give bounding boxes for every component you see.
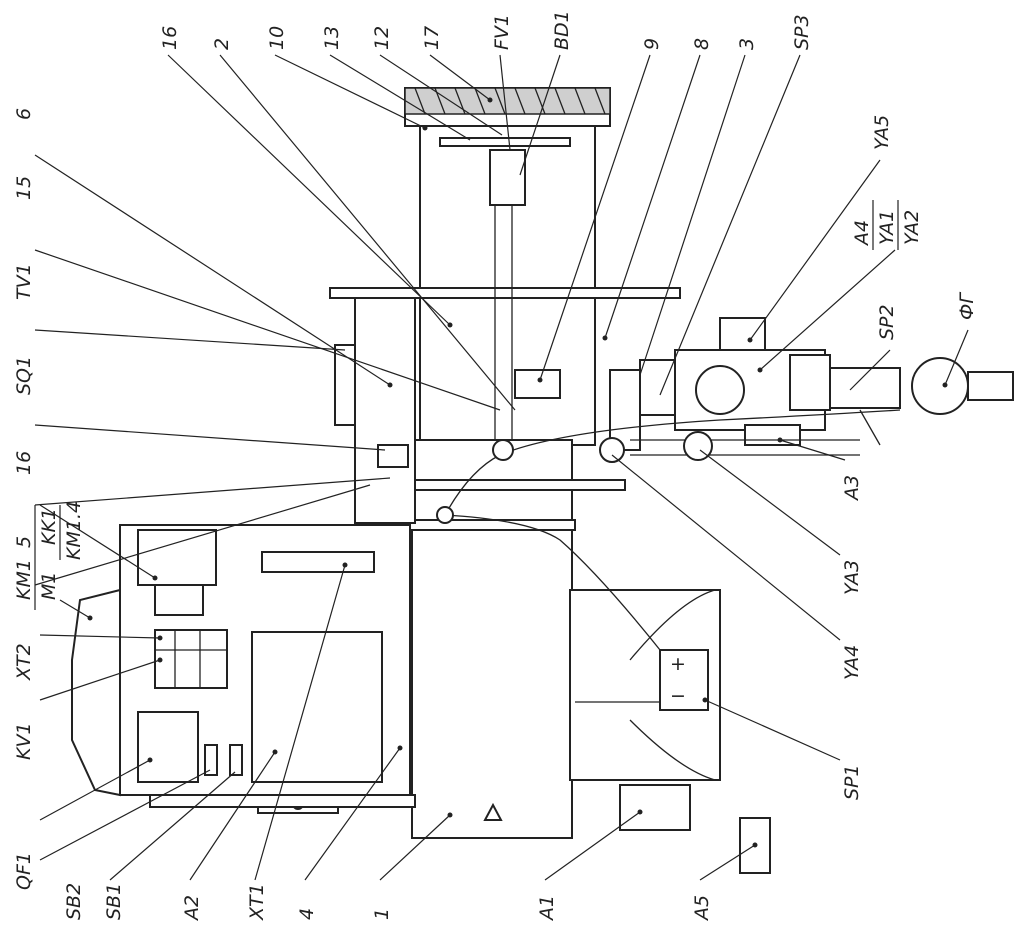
label-km1-4: KM1.4 <box>63 501 85 560</box>
label-a4: A4 <box>851 220 873 247</box>
label-15: 15 <box>13 176 35 200</box>
label-10: 10 <box>266 26 288 50</box>
cables <box>436 409 901 651</box>
label-9: 9 <box>641 38 663 50</box>
label-a2: A2 <box>181 895 203 922</box>
label-ya2: YA2 <box>901 210 923 245</box>
label-a5: A5 <box>691 895 713 922</box>
label-fg: ФГ <box>956 292 978 320</box>
pressure-switch-sp1: + − <box>575 649 709 711</box>
minus-symbol: − <box>670 685 686 707</box>
control-box <box>71 524 416 814</box>
top-labels: 16 2 10 13 12 17 FV1 BD1 9 8 3 SP3 <box>159 10 813 50</box>
label-tv1: TV1 <box>13 263 35 300</box>
label-ya3: YA3 <box>841 560 863 595</box>
label-kk1: KK1 <box>38 508 60 545</box>
label-sb1: SB1 <box>103 883 125 920</box>
label-a1: A1 <box>536 895 558 922</box>
burner-tube <box>329 87 681 460</box>
arrow-mark <box>483 802 503 821</box>
plus-symbol: + <box>670 653 686 675</box>
label-kv1: KV1 <box>13 722 35 760</box>
air-damper <box>334 297 416 524</box>
label-xt2: XT2 <box>13 643 35 681</box>
label-sb2: SB2 <box>63 883 85 920</box>
label-16-top: 16 <box>159 26 181 50</box>
label-sq1: SQ1 <box>13 356 35 395</box>
label-3: 3 <box>736 38 758 50</box>
label-fv1: FV1 <box>491 14 513 50</box>
label-km1: KM1 <box>13 559 35 600</box>
label-qf1: QF1 <box>13 852 35 890</box>
label-16-left: 16 <box>13 451 35 475</box>
leader-lines <box>34 54 969 881</box>
label-1: 1 <box>371 908 393 920</box>
label-sp3: SP3 <box>791 14 813 50</box>
label-12: 12 <box>371 26 393 50</box>
label-ya1: YA1 <box>876 210 898 245</box>
label-ya4: YA4 <box>841 645 863 680</box>
label-m1: M1 <box>38 572 60 600</box>
label-5: 5 <box>13 536 35 548</box>
label-8: 8 <box>691 38 713 50</box>
label-sp1: SP1 <box>841 764 863 800</box>
label-4: 4 <box>296 908 318 920</box>
label-6: 6 <box>13 108 35 120</box>
label-17: 17 <box>421 26 443 50</box>
label-2: 2 <box>211 38 233 50</box>
label-bd1: BD1 <box>551 10 573 50</box>
a1-connector <box>619 784 691 831</box>
fan-housing <box>354 439 721 839</box>
label-sp2: SP2 <box>876 304 898 340</box>
right-labels: YA5 A4 YA1 YA2 SP2 ФГ A3 YA3 YA4 SP1 <box>841 115 978 800</box>
label-a3: A3 <box>841 475 863 502</box>
gas-valve-train <box>599 317 1014 463</box>
label-ya5: YA5 <box>871 115 893 150</box>
reference-dots <box>87 97 948 848</box>
label-xt1: XT1 <box>246 883 268 921</box>
left-labels: 6 15 TV1 SQ1 16 5 KM1 KK1 KM1.4 M1 XT2 K… <box>13 108 713 922</box>
label-underlines <box>34 200 899 610</box>
label-13: 13 <box>321 26 343 50</box>
